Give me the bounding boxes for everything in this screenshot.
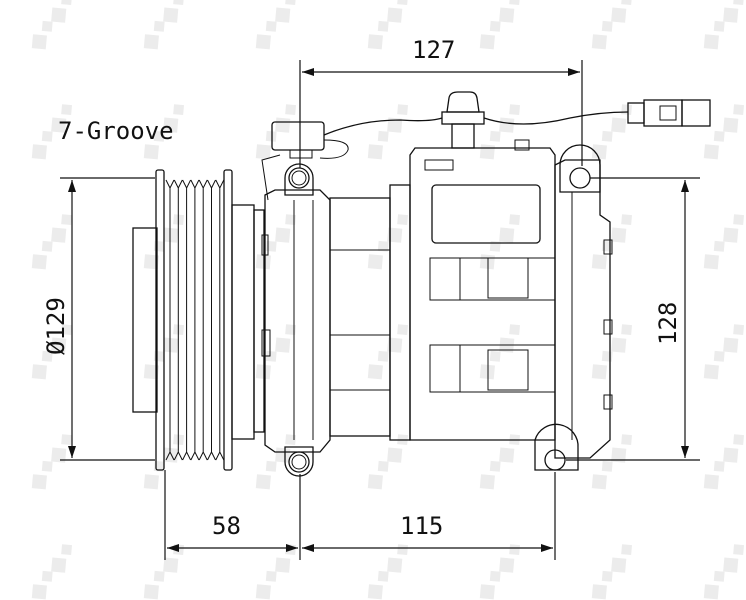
pulley-hub — [132, 227, 158, 413]
watermark-logo — [591, 104, 633, 160]
label-groove: 7-Groove — [58, 117, 174, 145]
watermark-logo — [367, 104, 409, 160]
watermark-logo — [367, 0, 409, 50]
window-top — [431, 184, 541, 244]
watermark-logo — [591, 0, 633, 50]
watermark-logo — [255, 434, 297, 490]
watermark-logo — [703, 214, 745, 270]
watermark-logo — [255, 214, 297, 270]
watermark-logo — [31, 544, 73, 600]
watermark-logo — [367, 434, 409, 490]
watermark-logo — [31, 0, 73, 50]
watermark-logo — [479, 544, 521, 600]
watermark-logo — [367, 214, 409, 270]
watermark-logo — [591, 434, 633, 490]
label-diameter: Ø129 — [42, 297, 70, 355]
watermark-logo — [31, 214, 73, 270]
label-58: 58 — [212, 512, 241, 540]
watermark-layer — [31, 0, 745, 600]
valve-and-wire — [319, 91, 711, 159]
watermark-logo — [31, 434, 73, 490]
watermark-logo — [479, 324, 521, 380]
groove — [182, 179, 192, 461]
watermark-logo — [31, 104, 73, 160]
front-housing — [261, 121, 331, 477]
watermark-logo — [591, 544, 633, 600]
watermark-logo — [143, 544, 185, 600]
groove — [215, 179, 225, 461]
watermark-logo — [703, 544, 745, 600]
watermark-logo — [703, 434, 745, 490]
watermark-logo — [255, 544, 297, 600]
watermark-logo — [479, 104, 521, 160]
watermark-logo — [143, 0, 185, 50]
label-128: 128 — [654, 302, 682, 345]
watermark-logo — [143, 104, 185, 160]
dimensions — [60, 60, 700, 560]
groove — [190, 179, 200, 461]
watermark-logo — [367, 324, 409, 380]
watermark-logo — [255, 104, 297, 160]
groove — [198, 179, 208, 461]
rear-plate — [534, 144, 613, 471]
watermark-logo — [703, 0, 745, 50]
label-127: 127 — [412, 36, 455, 64]
watermark-logo — [591, 214, 633, 270]
watermark-logo — [591, 324, 633, 380]
sensor-block — [271, 121, 325, 151]
watermark-logo — [703, 324, 745, 380]
watermark-logo — [479, 434, 521, 490]
watermark-logo — [143, 214, 185, 270]
watermark-logo — [479, 0, 521, 50]
watermark-logo — [143, 324, 185, 380]
pulley — [132, 169, 265, 471]
watermark-logo — [255, 0, 297, 50]
pulley-grooves — [165, 179, 225, 461]
groove — [173, 179, 183, 461]
watermark-logo — [367, 544, 409, 600]
groove — [207, 179, 216, 461]
label-115: 115 — [400, 512, 443, 540]
watermark-logo — [255, 324, 297, 380]
watermark-logo — [703, 104, 745, 160]
rear-body — [409, 139, 556, 441]
groove — [165, 179, 175, 461]
